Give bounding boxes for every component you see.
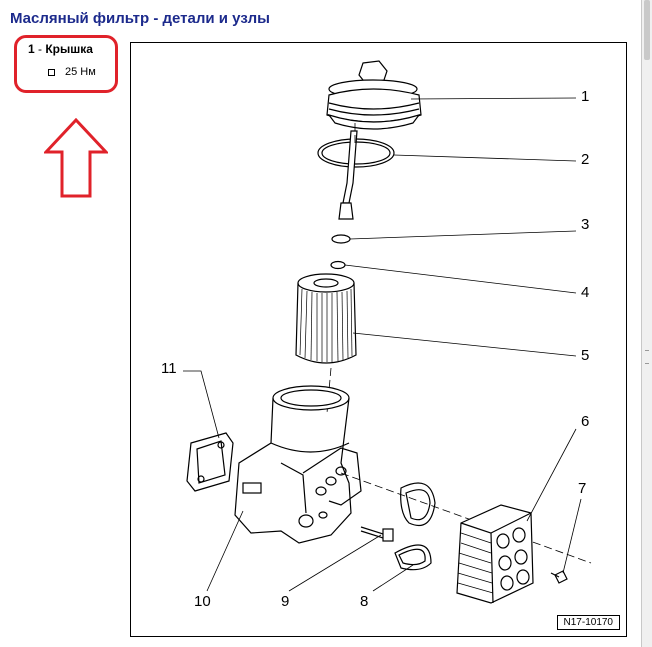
filter-element-part bbox=[295, 273, 357, 364]
figure-id: N17-10170 bbox=[556, 615, 620, 630]
callout-7: 7 bbox=[578, 480, 587, 497]
item-separator: - bbox=[34, 42, 46, 56]
callout-4: 4 bbox=[581, 284, 590, 301]
scrollbar-grip bbox=[645, 350, 649, 364]
callout-8: 8 bbox=[360, 593, 369, 610]
arrow-up-icon bbox=[44, 118, 108, 198]
diagram-drawing bbox=[183, 60, 592, 604]
oil-cooler-part bbox=[456, 504, 534, 604]
callout-1: 1 bbox=[581, 88, 590, 105]
callout-10: 10 bbox=[194, 593, 211, 610]
bullet-icon bbox=[48, 68, 55, 76]
torque-value: 25 Нм bbox=[65, 66, 96, 78]
item-name: Крышка bbox=[45, 42, 93, 56]
gasket-left-part bbox=[186, 432, 234, 492]
scrollbar-thumb[interactable] bbox=[644, 0, 650, 60]
torque-row: 25 Нм bbox=[48, 66, 96, 78]
callout-5: 5 bbox=[581, 347, 590, 364]
cap-part bbox=[326, 60, 422, 130]
filter-housing-part bbox=[234, 385, 362, 544]
exploded-diagram: 1 2 3 4 5 6 7 8 9 10 11 N17-10170 bbox=[130, 42, 627, 637]
callout-2: 2 bbox=[581, 151, 590, 168]
callout-6: 6 bbox=[581, 413, 590, 430]
bolt-part bbox=[360, 526, 394, 542]
vertical-scrollbar[interactable] bbox=[641, 0, 652, 647]
parts-list: 1 - Крышка 25 Нм bbox=[10, 35, 122, 100]
highlight-box bbox=[14, 35, 118, 93]
item-number: 1 bbox=[28, 42, 35, 56]
callout-3: 3 bbox=[581, 216, 590, 233]
page-title: Масляный фильтр - детали и узлы bbox=[10, 10, 270, 27]
callout-9: 9 bbox=[281, 593, 290, 610]
callout-11: 11 bbox=[161, 360, 177, 377]
parts-list-item[interactable]: 1 - Крышка bbox=[28, 42, 93, 56]
